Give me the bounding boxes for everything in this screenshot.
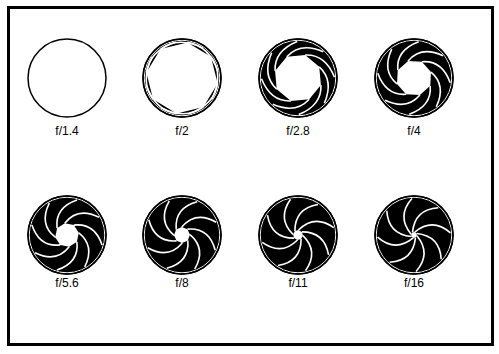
blade-edge [295,204,318,231]
blade-edge [284,199,293,234]
aperture-blades [375,39,453,117]
blade-edge [74,225,102,245]
blade-edge [57,242,77,270]
blade-edge [385,95,420,104]
f-stop-label: f/11 [287,276,308,290]
blade-edge [268,53,277,89]
aperture-blades [143,39,221,117]
blade-edge [176,202,197,230]
aperture-icon [259,196,337,274]
blade-edge [164,201,174,235]
aperture-rim [260,40,336,116]
aperture-blades [143,196,221,274]
blade-edge [409,86,430,114]
aperture-icon [375,39,453,117]
aperture-blades [259,196,337,274]
aperture-blades [375,196,453,274]
blade-edge [79,233,89,267]
blade-edge [35,247,69,257]
aperture-outline [259,196,337,274]
blade-edge [148,243,182,253]
blade-edge [65,213,99,223]
aperture-outline [259,39,337,117]
blade-edge [287,48,323,57]
blade-edge [319,67,328,103]
blade-edge [187,229,215,250]
blade-edge [32,225,60,245]
aperture-outline [143,196,221,274]
blade-edge [167,240,188,268]
f-stop-label: f/2.8 [285,124,310,138]
aperture-rim [376,40,452,116]
blade-edge [416,236,424,272]
aperture-outline [143,39,221,117]
f-stop-label: f/8 [174,276,189,290]
f-stop-label: f/4 [406,124,421,138]
blade-edge [404,199,412,235]
aperture-icon [28,39,106,117]
blade-edge [417,234,442,260]
open-aperture [28,39,106,117]
aperture-opening [411,232,417,238]
aperture-rim [376,197,452,273]
blade-edge [262,240,297,249]
f-stop-label: f/5.6 [54,276,79,290]
blade-edge [387,211,412,237]
blade-edge [378,73,406,94]
blade-edge [378,237,414,245]
blade-edge [388,49,397,84]
aperture-outline [28,196,106,274]
blade-edge [149,220,177,241]
blade-edge [302,232,329,255]
blade-edge [278,239,301,266]
blade-edge [190,235,200,269]
aperture-icon [143,196,221,274]
aperture-outline [375,39,453,117]
aperture-blades [28,196,106,274]
blade-edge [431,72,440,107]
blade-edge [182,217,216,227]
f-stop-label: f/1.4 [54,124,79,138]
blade-edge [390,238,416,263]
blade-edge [267,215,294,238]
aperture-opening [293,230,303,240]
blade-edge [57,200,77,228]
blade-edge [413,208,439,233]
aperture-icon [143,39,221,117]
aperture-rim [144,197,220,273]
aperture-rim [260,197,336,273]
blade-edge [422,62,450,83]
aperture-icon [375,196,453,274]
aperture-opening [55,223,79,247]
blade-edge [415,225,451,233]
blade-edge [303,236,312,271]
blade-edge [45,203,55,237]
blade-edge [273,99,309,108]
aperture-blades [259,39,337,117]
aperture-rim [144,40,220,116]
aperture-icon [259,39,337,117]
aperture-opening [146,42,217,113]
aperture-rim [29,197,105,273]
aperture-outline [375,196,453,274]
f-stop-label: f/2 [174,124,189,138]
aperture-icon [28,196,106,274]
blade-edge [398,42,419,70]
blade-edge [299,221,334,230]
blade-edge [408,52,443,61]
aperture-opening [275,55,321,101]
f-stop-label: f/16 [403,276,425,290]
aperture-opening [397,61,431,95]
